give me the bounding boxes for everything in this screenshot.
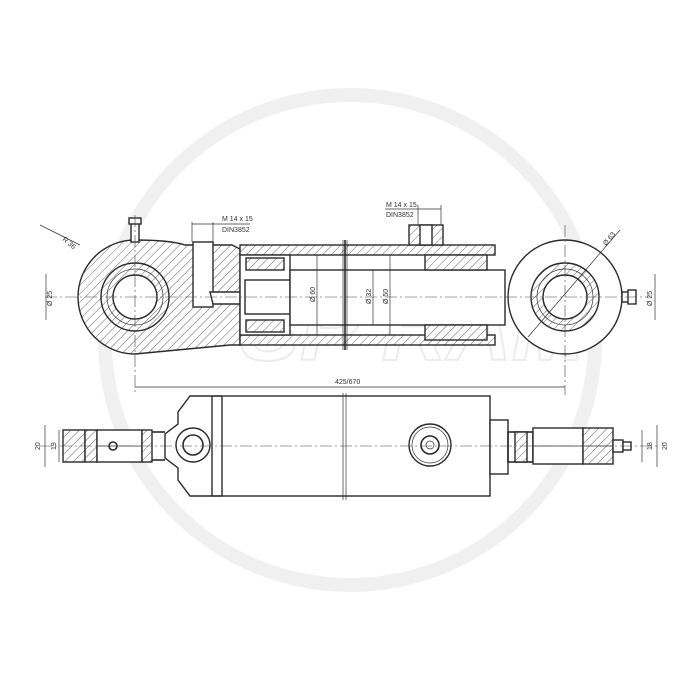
dim-pin-left: Ø 25 [47, 291, 54, 306]
gland-bottom [424, 324, 488, 341]
piston-rod [289, 269, 506, 326]
dim-pin-right: Ø 25 [647, 291, 654, 306]
dim-eye-right: Ø 63 [602, 231, 617, 247]
cap-pin-boss [175, 427, 211, 463]
dim-tube-inner: Ø 50 [383, 289, 390, 304]
port-left [192, 241, 214, 308]
section-view: R 36 Ø 25 M 14 x 15 DIN3852 Ø 60 Ø 32 Ø … [39, 202, 656, 395]
dim-bore: Ø 60 [310, 287, 317, 302]
gland-flange [489, 419, 509, 475]
dim-left-outer: 20 [35, 442, 42, 450]
dim-left-inner: 19 [51, 442, 58, 450]
port-left-standard: DIN3852 [222, 227, 250, 234]
port-boss [408, 423, 452, 467]
dim-right-outer: 20 [662, 442, 669, 450]
tube-wall-top [239, 244, 496, 256]
port-right-standard: DIN3852 [386, 212, 414, 219]
side-view: 20 19 18 20 [35, 393, 669, 500]
dim-right-inner: 18 [647, 442, 654, 450]
dim-stroke-length: 425/670 [335, 379, 360, 386]
port-right-thread: M 14 x 15 [386, 202, 417, 209]
gland-top [424, 254, 488, 271]
port-left-thread: M 14 x 15 [222, 216, 253, 223]
dim-rod: Ø 32 [366, 289, 373, 304]
dim-eye-radius-left: R 36 [61, 236, 77, 251]
tube-wall-bottom [239, 334, 496, 346]
